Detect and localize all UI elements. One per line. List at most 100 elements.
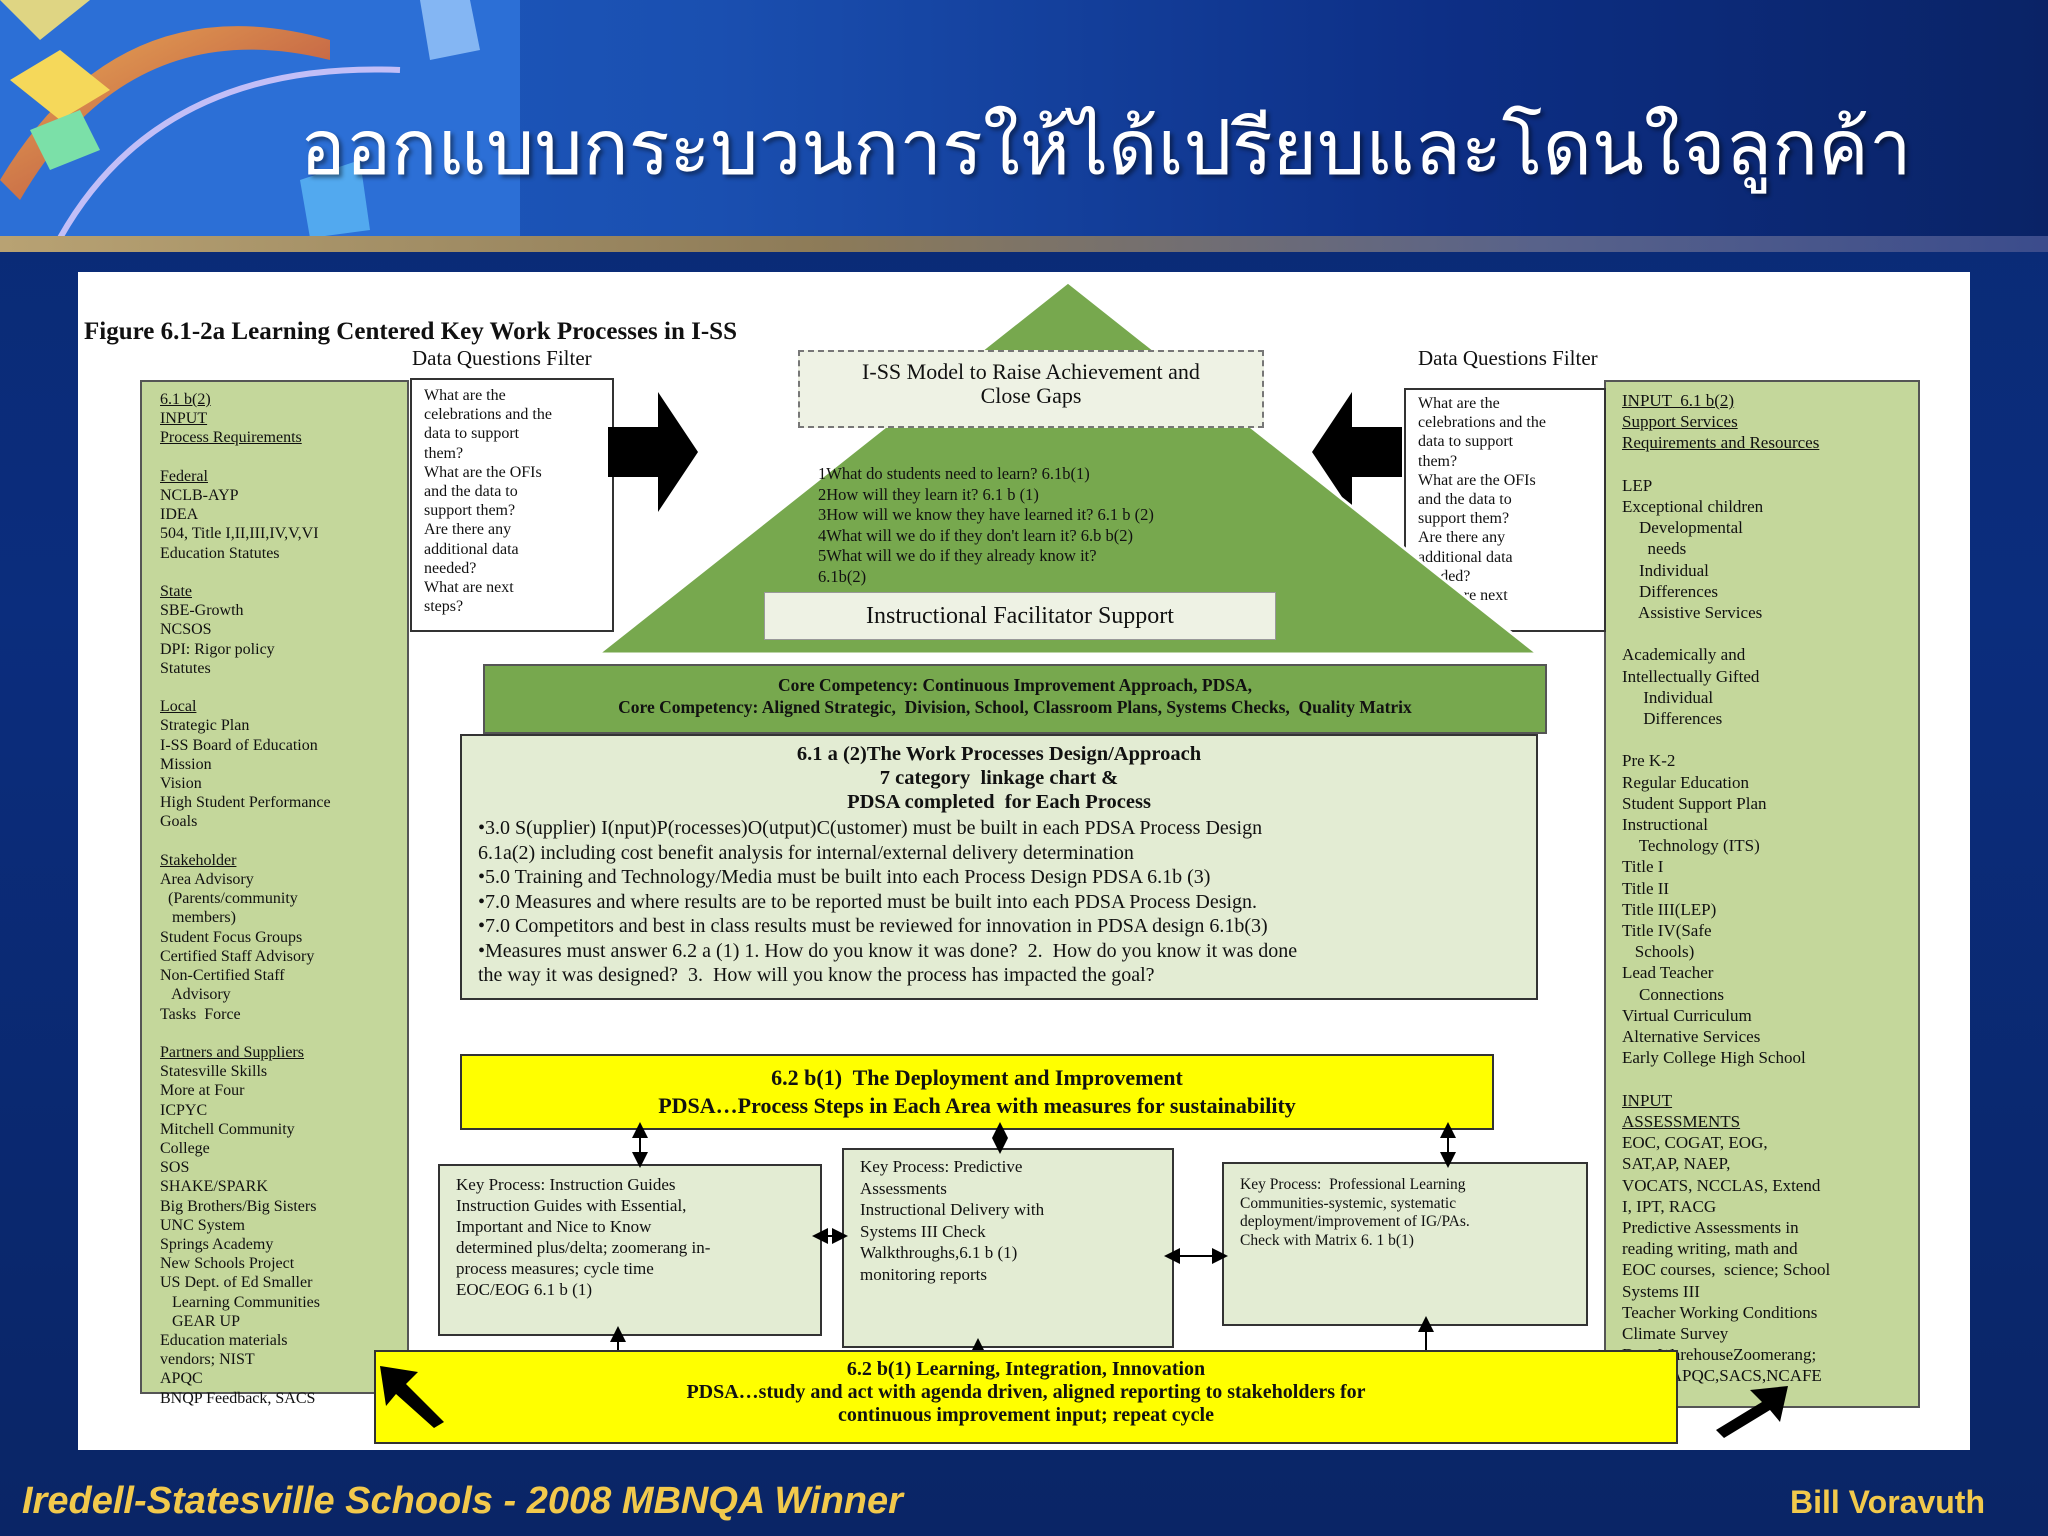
filter-question-line: support them? (1418, 510, 1510, 528)
group-heading: INPUT (1622, 1090, 1673, 1110)
list-item: Differences (1622, 709, 1723, 729)
list-item: Exceptional children (1622, 497, 1764, 517)
key-process-line: Key Process: Instruction Guides (456, 1175, 676, 1194)
spacer (1622, 454, 1830, 475)
key-process-line: monitoring reports (860, 1264, 988, 1284)
group-heading: Partners and Suppliers (160, 1043, 304, 1061)
list-item: Lead Teacher (1622, 963, 1714, 983)
list-item: Certified Staff Advisory (160, 947, 315, 965)
list-item: NCSOS (160, 621, 212, 639)
group-heading: Stakeholder (160, 851, 237, 869)
list-item: Technology (ITS) (1622, 836, 1760, 856)
list-item: SAT,AP, NAEP, (1622, 1154, 1731, 1174)
group-heading: Local (160, 698, 197, 716)
list-item: GEAR UP (160, 1312, 241, 1330)
footer-school: Iredell-Statesville Schools - 2008 MBNQA… (22, 1480, 903, 1522)
list-item (1622, 623, 1830, 644)
list-item: Differences (1622, 581, 1718, 601)
list-item: ICPYC (160, 1101, 208, 1119)
figure-caption: Figure 6.1-2a Learning Centered Key Work… (84, 318, 737, 345)
list-item: New Schools Project (160, 1255, 295, 1273)
list-item: (Parents/community (160, 890, 298, 908)
list-item: Developmental (1622, 518, 1743, 538)
list-item: Advisory (160, 986, 231, 1004)
list-item: APQC (160, 1370, 203, 1388)
learning-integration-box: 6.2 b(1) Learning, Integration, Innovati… (374, 1350, 1678, 1444)
list-item: College (160, 1139, 210, 1157)
list-item: Learning Communities (160, 1293, 320, 1311)
column-title-line: Support Services (1622, 412, 1738, 432)
work-process-design-box: 6.1 a (2)The Work Processes Design/Appro… (460, 734, 1538, 1000)
spacer (1622, 1069, 1830, 1090)
list-item: Individual (1622, 687, 1714, 707)
deployment-line: PDSA…Process Steps in Each Area with mea… (658, 1093, 1296, 1118)
list-item: SBE-Growth (160, 602, 244, 620)
list-item: SHAKE/SPARK (160, 1178, 268, 1196)
filter-question-line: and the data to (424, 483, 518, 501)
group-heading: ASSESSMENTS (1622, 1111, 1741, 1131)
list-item: Big Brothers/Big Sisters (160, 1197, 317, 1215)
filter-question-line: needed? (424, 559, 477, 577)
filter-question-line: What are the OFIs (1418, 471, 1536, 489)
column-title-line: INPUT (160, 410, 208, 428)
list-item: Non-Certified Staff (160, 967, 285, 985)
filter-question-line: What are the (1418, 395, 1500, 412)
column-title-line: Process Requirements (160, 429, 302, 447)
design-bullet: 6.1a(2) including cost benefit analysis … (478, 841, 1134, 864)
list-item: Goals (160, 813, 198, 831)
column-title-line: INPUT 6.1 b(2) (1622, 391, 1735, 410)
filter-question-line: What are the (424, 387, 506, 404)
filter-question-line: celebrations and the (424, 406, 552, 424)
list-item: Area Advisory (160, 871, 254, 889)
filter-question-line: data to support (424, 425, 520, 443)
design-heading-line: 6.1 a (2)The Work Processes Design/Appro… (796, 743, 1202, 765)
list-item: Strategic Plan (160, 717, 250, 735)
list-item: EOC courses, science; School (1622, 1260, 1831, 1280)
footer-author: Bill Voravuth (1790, 1484, 1985, 1520)
list-item: Systems III (1622, 1281, 1700, 1301)
list-item: BNQP Feedback, SACS (160, 1389, 316, 1407)
list-item: Alternative Services (1622, 1027, 1761, 1047)
arrow-right-icon (608, 392, 698, 512)
list-item: Tasks Force (160, 1005, 241, 1023)
spacer (160, 1024, 331, 1043)
list-item: Predictive Assessments in (1622, 1217, 1799, 1237)
core-competency-line: Core Competency: Aligned Strategic, Divi… (618, 697, 1412, 717)
list-item: vendors; NIST (160, 1351, 255, 1369)
design-bullet: the way it was designed? 3. How will you… (478, 964, 1155, 986)
pyramid-question: 2How will they learn it? 6.1 b (1) (818, 484, 1039, 504)
list-item: I-SS Board of Education (160, 736, 318, 754)
list-item: DPI: Rigor policy (160, 640, 275, 658)
key-process-line: process measures; cycle time (456, 1259, 654, 1278)
list-item: Instructional (1622, 815, 1708, 835)
filter-question-line: What are next (424, 579, 514, 597)
list-item: Title IV(Safe (1622, 921, 1712, 941)
filter-question-line: support them? (424, 502, 516, 520)
key-process-line: Key Process: Professional Learning (1240, 1176, 1466, 1193)
design-bullet: •5.0 Training and Technology/Media must … (478, 866, 1211, 888)
key-process-line: Systems III Check (860, 1221, 986, 1241)
facilitator-support-box: Instructional Facilitator Support (764, 592, 1276, 640)
list-item: Education Statutes (160, 544, 280, 562)
filter-question-line: and the data to (1418, 491, 1512, 509)
filter-question-line: Are there any (1418, 529, 1506, 547)
filter-question-line: What are the OFIs (424, 463, 542, 481)
list-item: members) (160, 909, 236, 927)
list-item: SOS (160, 1159, 190, 1177)
core-competency-box: Core Competency: Continuous Improvement … (483, 664, 1547, 734)
list-item: Individual (1622, 560, 1709, 580)
list-item: Climate Survey (1622, 1323, 1729, 1343)
list-item: Early College High School (1622, 1048, 1806, 1068)
filter-question-line: additional data (424, 540, 519, 558)
column-title-line: Requirements and Resources (1622, 433, 1820, 453)
list-item: NCLB-AYP (160, 487, 239, 505)
list-item: Academically and (1622, 645, 1746, 665)
pyramid-questions: 1What do students need to learn? 6.1b(1)… (818, 464, 1154, 587)
list-item: IDEA (160, 506, 199, 524)
